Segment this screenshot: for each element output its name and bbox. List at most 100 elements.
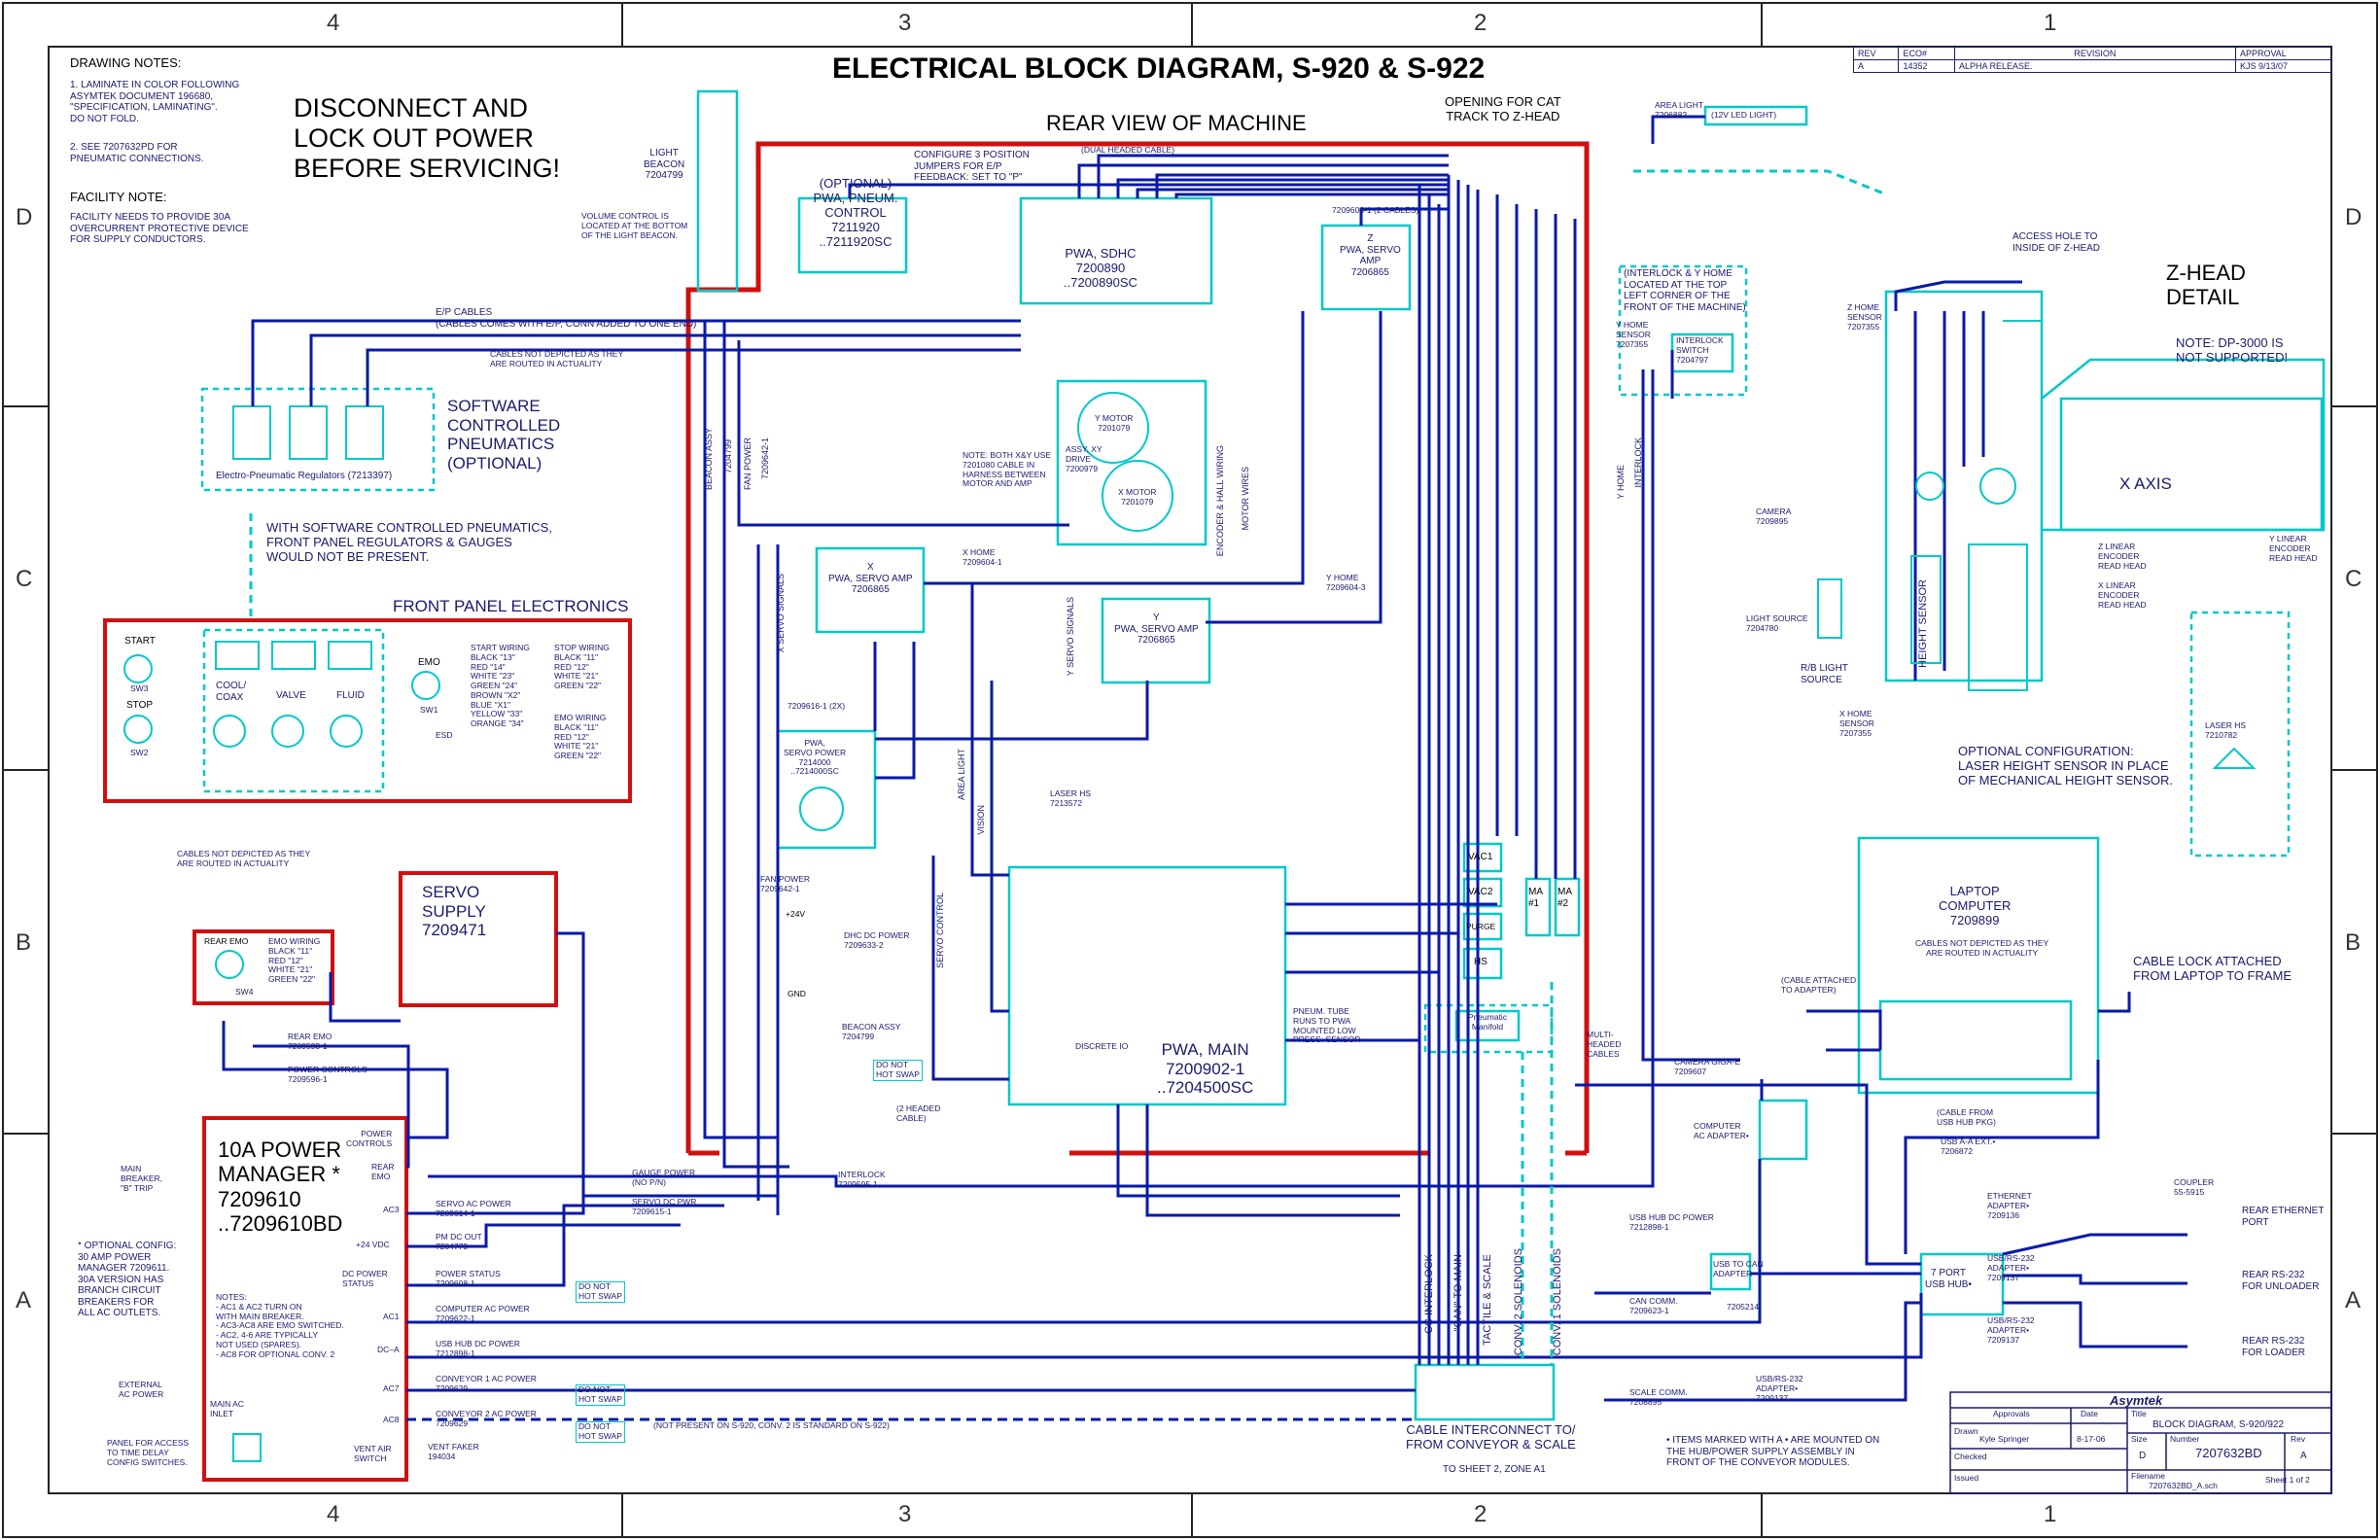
usb-to-can-pn: 7205214	[1727, 1302, 1760, 1312]
stop-sw2: SW2	[130, 748, 149, 757]
vertical-y-home: Y HOME	[1616, 465, 1626, 500]
laser-hs-cable: LASER HS 7213572	[1050, 788, 1092, 808]
laptop-note: CABLES NOT DEPICTED AS THEY ARE ROUTED I…	[1915, 938, 2049, 958]
volume-note: VOLUME CONTROL IS LOCATED AT THE BOTTOM …	[581, 211, 688, 240]
power-controls-cable: POWER CONTROLS 7209596-1	[288, 1065, 368, 1084]
start-wiring-table: START WIRING BLACK "13" RED "14" WHITE "…	[471, 643, 530, 729]
drawing-note-1: 1. LAMINATE IN COLOR FOLLOWING ASYMTEK D…	[70, 80, 240, 124]
title-header: Title	[2131, 1409, 2147, 1418]
eco-header: ECO#	[1898, 47, 1955, 60]
front-panel-title: FRONT PANEL ELECTRONICS	[393, 597, 629, 615]
cable-interconnect-label: CABLE INTERCONNECT TO/ FROM CONVEYOR & S…	[1406, 1422, 1576, 1452]
sdhc-box	[1019, 196, 1213, 305]
size-header: Size	[2131, 1434, 2148, 1444]
drawn-by: Kyle Springer	[1979, 1434, 2030, 1444]
pm-power-controls: POWER CONTROLS	[346, 1129, 393, 1148]
usb-hub-dc-power-cable: USB HUB DC POWER 7212898-1	[1629, 1212, 1714, 1232]
ma1-box	[1524, 877, 1552, 937]
multi-headed-label: MULTI- HEADED CABLES	[1587, 1030, 1622, 1059]
revision-value: ALPHA RELEASE.	[1953, 59, 2236, 73]
emo-wiring-table: EMO WIRING BLACK "11" RED "12" WHITE "21…	[554, 713, 607, 761]
vertical-7204799: 7204799	[723, 439, 733, 474]
y-amp-box	[1101, 597, 1211, 684]
cable-attached-note: (CABLE ATTACHED TO ADAPTER)	[1781, 975, 1857, 995]
vertical-motor-wires: MOTOR WIRES	[1241, 467, 1250, 531]
usb-hub-dc-cable: USB HUB DC POWER 7212898-1	[436, 1339, 520, 1358]
zhead-note: NOTE: DP-3000 IS NOT SUPPORTED!	[2176, 335, 2289, 365]
vertical-servo-control: SERVO CONTROL	[935, 892, 945, 968]
grid-col-1-bottom: 1	[2044, 1501, 2057, 1527]
not-present-note: (NOT PRESENT ON S-920, CONV. 2 IS STANDA…	[653, 1420, 890, 1430]
vac1-box	[1462, 842, 1503, 873]
interlock-cable: INTERLOCK 7209595-1	[838, 1170, 886, 1189]
stop-label: STOP	[126, 700, 154, 711]
pneum-tube-note: PNEUM. TUBE RUNS TO PWA MOUNTED LOW PRES…	[1293, 1006, 1361, 1045]
x-axis-box	[2041, 358, 2326, 532]
drawn-date: 8-17-06	[2077, 1434, 2106, 1444]
vertical-height-sensor: HEIGHT SENSOR	[1917, 579, 1929, 668]
number-header: Number	[2170, 1434, 2200, 1444]
rear-view-outline	[685, 141, 1590, 1153]
can-comm-cable: CAN COMM. 7209623-1	[1629, 1296, 1678, 1315]
dhc-dc-power-cable: DHC DC POWER 7209633-2	[844, 930, 910, 950]
rear-emo-cable: REAR EMO 7209593-1	[288, 1032, 332, 1051]
hot-swap-warning-3: DO NOT HOT SWAP	[576, 1421, 625, 1443]
pm-dc-status: DC POWER STATUS	[342, 1269, 388, 1288]
pm-vent-air: VENT AIR SWITCH	[354, 1444, 392, 1463]
z-amp-label: Z PWA, SERVO AMP 7206865	[1340, 233, 1401, 278]
sheet2-ref: TO SHEET 2, ZONE A1	[1443, 1464, 1546, 1475]
emo-label: EMO	[418, 657, 440, 668]
checked-header: Checked	[1954, 1452, 1987, 1461]
size-value: D	[2139, 1451, 2147, 1461]
rev-header: REV	[1852, 47, 1900, 60]
beacon-assy-cable: BEACON ASSY 7204799	[842, 1022, 901, 1041]
vertical-y-servo-signals: Y SERVO SIGNALS	[1066, 597, 1075, 677]
computer-ac-cable: COMPUTER AC POWER 7209622-1	[436, 1304, 530, 1323]
revision-header: REVISION	[1953, 47, 2236, 60]
title-block-lines	[1949, 1391, 2332, 1494]
hot-swap-warning-1: DO NOT HOT SWAP	[576, 1281, 625, 1303]
light-beacon	[696, 89, 739, 293]
pneum-control-label: (OPTIONAL) PWA, PNEUM. CONTROL 7211920 .…	[813, 176, 898, 249]
vertical-fan-power: FAN POWER	[743, 438, 752, 491]
ma1-label: MA #1	[1528, 887, 1543, 909]
lockout-warning: DISCONNECT AND LOCK OUT POWER BEFORE SER…	[294, 93, 561, 184]
laptop-box	[1857, 836, 2100, 1095]
x-home-sensor-label: X HOME SENSOR 7207355	[1839, 709, 1874, 738]
emo-sw1: SW1	[420, 705, 438, 715]
eco-value: 14352	[1898, 59, 1955, 73]
access-hole-label: ACCESS HOLE TO INSIDE OF Z-HEAD	[2012, 231, 2101, 254]
company-logo: Asymtek	[2110, 1393, 2163, 1408]
manifold-box	[1454, 1009, 1521, 1042]
date-header: Date	[2081, 1409, 2098, 1418]
drawing-notes-title: DRAWING NOTES:	[70, 55, 182, 70]
rear-view-label: REAR VIEW OF MACHINE	[1046, 111, 1307, 135]
rear-ethernet-label: REAR ETHERNET PORT	[2242, 1206, 2325, 1228]
dashed-cyan	[249, 169, 1887, 1365]
gauges-dashed	[202, 628, 385, 793]
led-light-label: (12V LED LIGHT)	[1711, 110, 1777, 120]
ep-cables-label: E/P CABLES (CABLES COMES WITH E/P, CONN …	[436, 307, 697, 330]
pm-ac1: AC1	[383, 1312, 400, 1321]
x-linear-encoder: X LINEAR ENCODER READ HEAD	[2098, 580, 2147, 610]
pm-dc-out-cable: PM DC OUT 7204773	[436, 1232, 482, 1251]
page-title: ELECTRICAL BLOCK DIAGRAM, S-920 & S-922	[832, 52, 1486, 85]
conveyor1-cable: CONVEYOR 1 AC POWER 7209629	[436, 1374, 537, 1393]
vertical-interlock: INTERLOCK	[1633, 438, 1643, 488]
issued-header: Issued	[1954, 1473, 1979, 1483]
pm-24vdc: +24 VDC	[356, 1240, 390, 1249]
sheet-count: Sheet 1 of 2	[2265, 1475, 2310, 1485]
grid-col-4: 4	[327, 10, 340, 36]
purge-box	[1462, 912, 1503, 941]
esd-label: ESD	[436, 730, 453, 740]
purge-label: PURGE	[1466, 922, 1496, 931]
grid-row-b-right: B	[2345, 929, 2362, 956]
usb-a-ext-cable: USB A-A EXT.• 7206872	[1941, 1137, 1996, 1156]
facility-note-title: FACILITY NOTE:	[70, 190, 167, 204]
laser-hs-label: LASER HS 7210782	[2205, 720, 2247, 740]
vertical-7209642: 7209642-1	[760, 438, 770, 480]
approvals-header: Approvals	[1993, 1409, 2030, 1418]
stop-wiring-table: STOP WIRING BLACK "11" RED "12" WHITE "2…	[554, 643, 610, 691]
grid-row-a-right: A	[2345, 1287, 2362, 1313]
configure-note: CONFIGURE 3 POSITION JUMPERS FOR E/P FEE…	[914, 150, 1030, 183]
